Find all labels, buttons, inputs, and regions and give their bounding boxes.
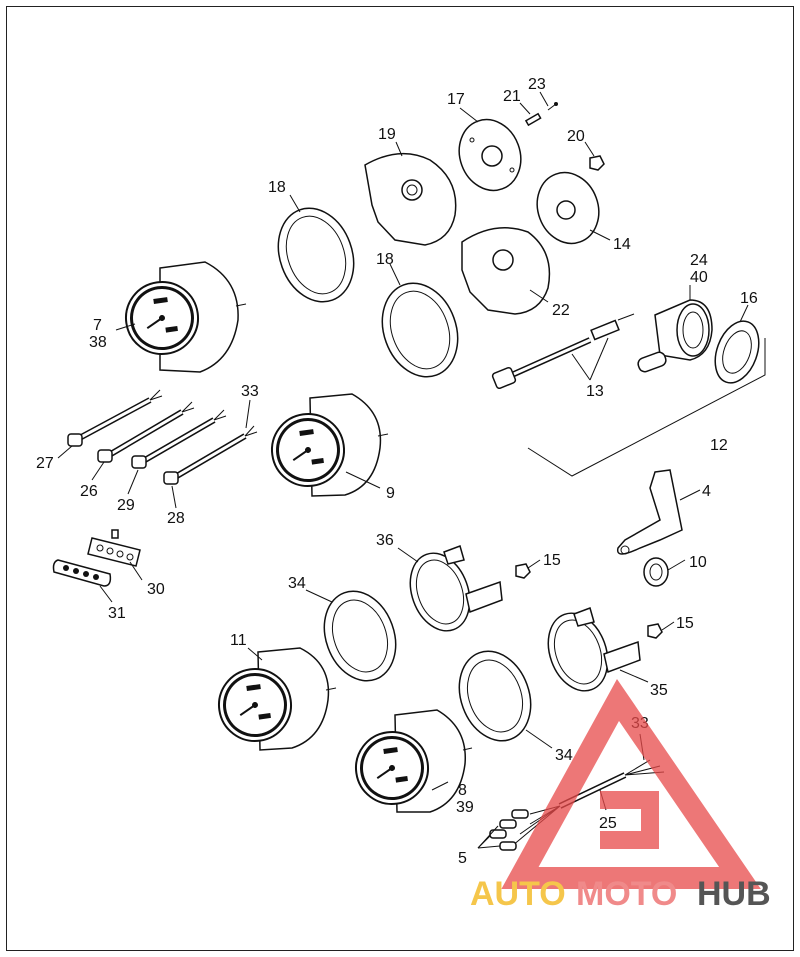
callout-21: 21 — [503, 88, 521, 105]
diagram-frame — [6, 6, 794, 951]
callout-27: 27 — [36, 455, 54, 472]
callout-38: 38 — [89, 334, 107, 351]
callout-14: 14 — [613, 236, 631, 253]
bezel-ring-18a — [277, 207, 355, 303]
callout-31: 31 — [108, 605, 126, 622]
callout-15-top: 15 — [543, 552, 561, 569]
trim-ring-34a — [323, 590, 397, 682]
screw-21 — [524, 112, 542, 127]
callout-33-top: 33 — [241, 383, 259, 400]
speedometer-gauge-9 — [266, 393, 389, 497]
lamp-socket-27 — [67, 389, 163, 447]
callout-22: 22 — [552, 302, 570, 319]
callout-16: 16 — [740, 290, 758, 307]
callout-4: 4 — [702, 483, 711, 500]
callout-25: 25 — [599, 815, 617, 832]
nut-15a — [515, 563, 531, 579]
indicator-lens-31 — [52, 559, 112, 587]
callout-34-top: 34 — [288, 575, 306, 592]
gauge-cup-19 — [364, 152, 457, 246]
speedometer-gauge-7 — [120, 261, 247, 373]
callout-19: 19 — [378, 126, 396, 143]
lamp-socket-28 — [163, 425, 258, 485]
callout-39: 39 — [456, 799, 474, 816]
watermark-moto: MOTO — [576, 875, 677, 913]
callout-20: 20 — [567, 128, 585, 145]
bracket-4 — [616, 469, 683, 555]
callout-9: 9 — [386, 485, 395, 502]
screw-23 — [547, 102, 558, 111]
nut-15b — [647, 623, 663, 639]
bracket-group-12-line — [527, 338, 766, 477]
washer-16 — [714, 320, 760, 384]
mounting-plate-14 — [536, 171, 600, 245]
callout-15-bottom: 15 — [676, 615, 694, 632]
indicator-housing-30 — [87, 529, 141, 567]
bezel-ring-18b — [381, 282, 459, 378]
automotohub-watermark-logo — [501, 679, 761, 889]
leader-lines — [57, 91, 749, 849]
callout-30: 30 — [147, 581, 165, 598]
mounting-bracket-36 — [409, 545, 503, 632]
speedometer-drive-24 — [637, 299, 713, 373]
trim-ring-34b — [458, 650, 532, 742]
callout-12: 12 — [710, 437, 728, 454]
callout-29: 29 — [117, 497, 135, 514]
callout-40: 40 — [690, 269, 708, 286]
gauge-cup-22 — [461, 227, 551, 315]
callout-35: 35 — [650, 682, 668, 699]
callout-13: 13 — [586, 383, 604, 400]
callout-28: 28 — [167, 510, 185, 527]
speedometer-gauge-8 — [350, 709, 473, 813]
grommet-10 — [643, 557, 669, 587]
callout-17: 17 — [447, 91, 465, 108]
watermark-hub: HUB — [697, 875, 771, 913]
callout-labels: 7 38 27 26 29 28 33 18 18 19 17 21 23 20… — [36, 76, 758, 867]
callout-10: 10 — [689, 554, 707, 571]
mounting-bracket-35 — [547, 607, 641, 692]
watermark-auto: AUTO — [470, 875, 566, 913]
callout-18-bottom: 18 — [376, 251, 394, 268]
callout-23: 23 — [528, 76, 546, 93]
speedometer-gauge-11 — [213, 647, 337, 751]
callout-36: 36 — [376, 532, 394, 549]
lamp-socket-29 — [131, 409, 227, 469]
nut-20 — [589, 155, 605, 171]
callout-26: 26 — [80, 483, 98, 500]
lamp-socket-26 — [97, 401, 195, 463]
callout-24: 24 — [690, 252, 708, 269]
callout-7: 7 — [93, 317, 102, 334]
callout-34-bottom: 34 — [555, 747, 573, 764]
callout-5: 5 — [458, 850, 467, 867]
callout-8: 8 — [458, 782, 467, 799]
speedometer-cable-13 — [491, 313, 635, 390]
callout-18-top: 18 — [268, 179, 286, 196]
mounting-plate-17 — [458, 118, 522, 192]
callout-11: 11 — [230, 632, 247, 649]
